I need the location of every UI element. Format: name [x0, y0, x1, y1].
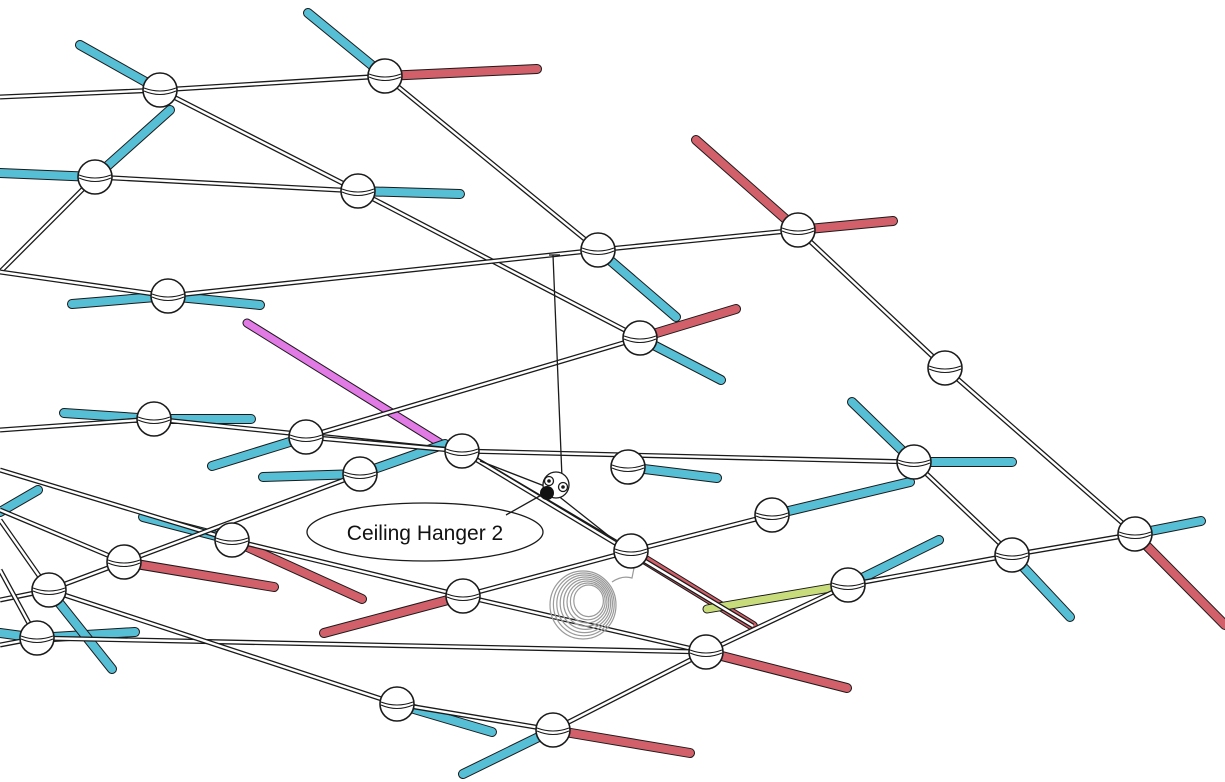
hub-node-icon [1117, 516, 1153, 552]
frame-tube-32 [396, 701, 554, 733]
frame-tube-33 [551, 649, 708, 733]
frame-tube-3 [94, 174, 359, 194]
frame-tube-8 [167, 247, 599, 299]
hub-node-icon [379, 686, 415, 722]
frame-tube-13 [0, 416, 155, 433]
colored-rod-red-33 [1130, 529, 1225, 630]
cable-coil-icon [549, 567, 635, 640]
frame-tube-5 [356, 188, 642, 341]
frame-tube-15 [461, 448, 915, 465]
hub-node-icon [622, 320, 658, 356]
hub-node-icon [754, 497, 790, 533]
frame-tube-28 [847, 552, 1013, 588]
colored-rod-blue-23 [0, 485, 43, 517]
hub-node-icon [367, 58, 403, 94]
hub-node-icon [214, 522, 250, 558]
callout-anchor-dot [540, 486, 554, 500]
hub-node-icon [780, 212, 816, 248]
hub-node-icon [77, 159, 113, 195]
callout-leader [505, 492, 546, 516]
frame-tube-11 [943, 366, 1137, 536]
hub-node-icon [340, 173, 376, 209]
hub-node-icon [927, 350, 963, 386]
frame-tube-31 [48, 587, 398, 707]
hub-node-icon [136, 401, 172, 437]
frame-tube-0 [0, 87, 161, 100]
frame-tube-19 [0, 507, 125, 565]
frame-tube-17 [460, 448, 755, 629]
callout-bubble [306, 502, 544, 562]
frame-tube-2 [158, 87, 360, 194]
hub-node-icon [445, 578, 481, 614]
frame-tube-10 [796, 228, 947, 370]
frame-tubes-layer [0, 73, 1137, 733]
colored-rod-red-6 [691, 135, 803, 235]
hub-node-icon [342, 456, 378, 492]
colored-rod-yellow_green-30 [702, 580, 853, 614]
colored-rod-red-27 [319, 591, 468, 638]
frame-tube-26 [1011, 531, 1136, 558]
hub-node-icon [994, 537, 1030, 573]
frame-tube-29 [462, 593, 707, 655]
callout-label: Ceiling Hanger 2 [306, 486, 554, 562]
frame-tube-6 [0, 175, 97, 274]
hub-node-icon [613, 533, 649, 569]
colored-rod-red-26 [227, 535, 367, 604]
hub-node-icon [150, 278, 186, 314]
hub-node-icon [19, 620, 55, 656]
hub-node-icon [896, 444, 932, 480]
hub-node-icon [444, 433, 480, 469]
frame-tube-1 [159, 73, 386, 93]
hub-node-icon [688, 634, 724, 670]
colored-rod-red-39 [548, 725, 695, 758]
frame-tube-9 [597, 227, 799, 253]
colored-rod-red-25 [119, 557, 279, 592]
frame-tube-4 [383, 74, 600, 252]
frame-tube-21 [123, 471, 361, 565]
colored-rod-blue-22 [767, 477, 915, 520]
hub-node-icon [31, 572, 67, 608]
hub-node-icon [106, 544, 142, 580]
colored-rod-magenta-13 [242, 318, 445, 448]
hanger-wire [552, 254, 563, 479]
frame-tube-12 [305, 335, 641, 440]
frame-tube-23 [462, 548, 632, 599]
frame-tube-7 [0, 269, 169, 299]
frame-tube-27 [704, 582, 850, 655]
frame-tube-30 [36, 635, 707, 655]
frame-tube-20 [0, 467, 233, 543]
frame-tube-22 [231, 537, 464, 599]
hub-node-icon [610, 449, 646, 485]
hub-nodes-layer [19, 58, 1153, 748]
frame-tube-24 [630, 512, 773, 554]
hub-node-icon [535, 712, 571, 748]
colored-rod-red-2 [380, 64, 542, 81]
hub-node-icon [142, 72, 178, 108]
colored-rods-layer [0, 8, 1225, 779]
frame-tube-25 [912, 460, 1014, 557]
hub-node-icon [580, 232, 616, 268]
callout-text: Ceiling Hanger 2 [347, 522, 503, 545]
hub-node-icon [288, 419, 324, 455]
colored-rod-red-37 [701, 647, 852, 693]
frame-tube-18 [305, 434, 463, 454]
hub-node-icon [830, 567, 866, 603]
